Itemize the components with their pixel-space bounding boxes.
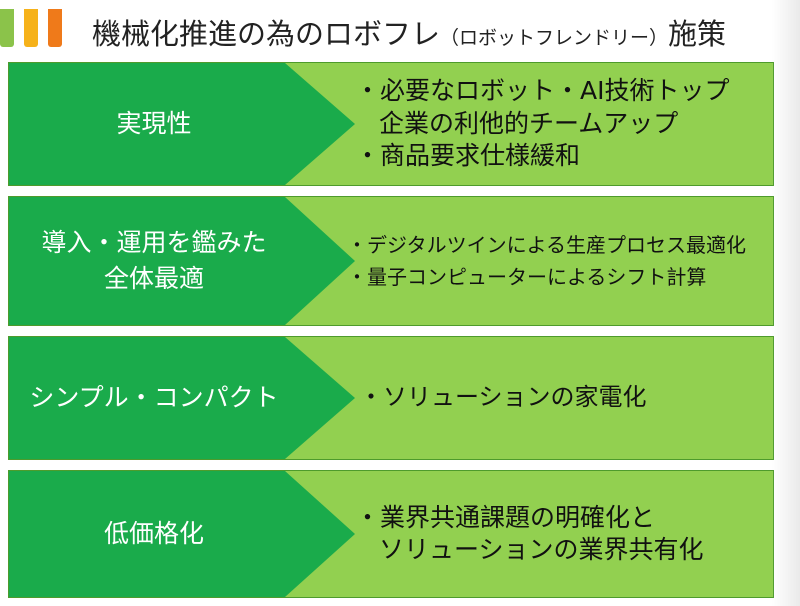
item-text: ・ソリューションの家電化 [359, 383, 647, 412]
row-overall-optimization: 導入・運用を鑑みた 全体最適 ・デジタルツインによる生産プロセス最適化 ・量子コ… [8, 196, 774, 326]
edge-shadow [772, 0, 800, 606]
decor-bar-yellow [24, 9, 38, 47]
arrow-shape [9, 197, 355, 325]
item-text: ・デジタルツインによる生産プロセス最適化 [347, 233, 746, 257]
row-items: ・業界共通課題の明確化と ソリューションの業界共有化 [355, 471, 704, 597]
row-label-line: 導入・運用を鑑みた [41, 227, 267, 257]
row-items: ・デジタルツインによる生産プロセス最適化 ・量子コンピューターによるシフト計算 [347, 197, 746, 325]
row-label: 低価格化 [9, 471, 299, 597]
title-paren: （ロボットフレンドリー） [440, 27, 669, 49]
arrow-shape [9, 63, 355, 185]
row-label: シンプル・コンパクト [9, 337, 299, 459]
arrow-shape [9, 337, 355, 459]
row-label-line: 全体最適 [103, 264, 204, 293]
row-label-line: 低価格化 [103, 518, 204, 548]
item-text: ・量子コンピューターによるシフト計算 [347, 265, 707, 289]
row-items: ・必要なロボット・AI技術トップ 企業の利他的チームアップ ・商品要求仕様緩和 [355, 63, 729, 185]
row-low-cost: 低価格化 ・業界共通課題の明確化と ソリューションの業界共有化 [8, 470, 774, 598]
item-text: 企業の利他的チームアップ [379, 108, 679, 138]
row-simple-compact: シンプル・コンパクト ・ソリューションの家電化 [8, 336, 774, 460]
row-label: 導入・運用を鑑みた 全体最適 [9, 197, 299, 325]
row-items: ・ソリューションの家電化 [359, 337, 647, 459]
item-text: ・商品要求仕様緩和 [355, 141, 581, 171]
row-label: 実現性 [9, 63, 299, 185]
item-text: ソリューションの業界共有化 [379, 535, 704, 564]
title-suffix: 施策 [668, 17, 727, 51]
title-main: 機械化推進の為のロボフレ [92, 17, 441, 51]
row-label-line: シンプル・コンパクト [29, 382, 279, 412]
row-feasibility: 実現性 ・必要なロボット・AI技術トップ 企業の利他的チームアップ ・商品要求仕… [8, 62, 774, 186]
arrow-shape [9, 471, 355, 597]
decor-bar-orange [48, 9, 62, 47]
item-text: ・必要なロボット・AI技術トップ [355, 76, 730, 106]
row-label-line: 実現性 [116, 108, 192, 138]
page-title: 機械化推進の為のロボフレ （ロボットフレンドリー） 施策 [92, 11, 726, 51]
decor-bar-green [0, 9, 14, 47]
item-text: ・業界共通課題の明確化と [355, 502, 656, 532]
